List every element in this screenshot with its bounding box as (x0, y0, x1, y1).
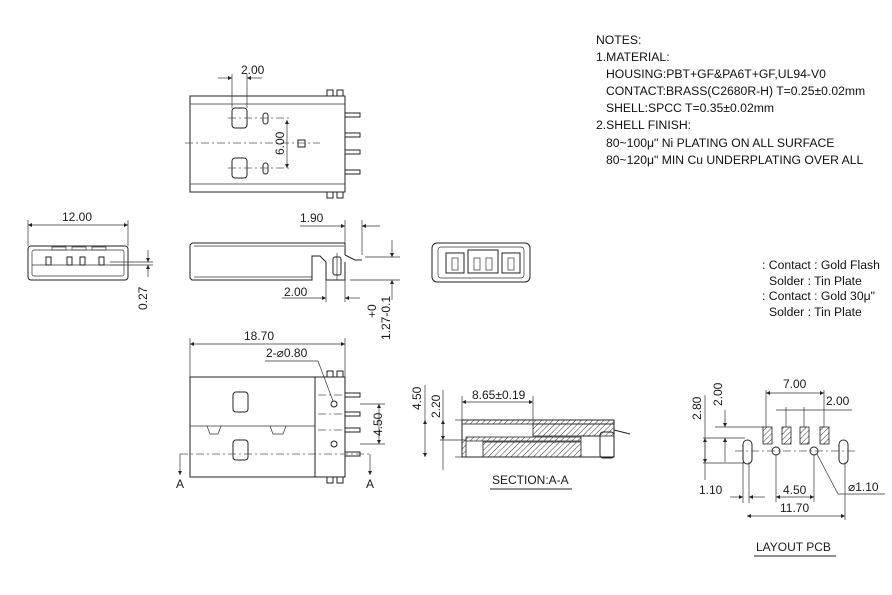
dim-total: 4.50 (410, 386, 424, 410)
front-view: 12.00 0.27 (27, 210, 153, 310)
dim-span: 4.50 (371, 412, 385, 436)
plating-legend: : Contact : Gold Flash Solder : Tin Plat… (762, 258, 880, 320)
dim-hole-pitch: 4.50 (783, 483, 807, 497)
housing-note: HOUSING:PBT+GF&PA6T+GF,UL94-V0 (606, 67, 826, 82)
shell-note: SHELL:SPCC T=0.35±0.02mm (606, 101, 775, 116)
dim-offset: 0.27 (136, 286, 150, 310)
pins (344, 112, 361, 175)
contact-note: CONTACT:BRASS(C2680R-H) T=0.25±0.02mm (606, 84, 866, 99)
finish-note-1: 80~100μ" Ni PLATING ON ALL SURFACE (606, 135, 835, 150)
top-view: 2.00 6.00 (185, 63, 361, 199)
section-mark-left: A (176, 477, 184, 491)
dim-pitch: 2.00 (241, 63, 265, 77)
section-a-a: 4.50 2.20 8.65±0.19 SECTION:A-A (410, 385, 631, 490)
side-view: 1.90 2.00 +0 1.27-0.1 (189, 211, 400, 340)
dim-step: 2.00 (284, 285, 308, 299)
dim-tail: 1.90 (300, 211, 324, 225)
dim-height: 1.27-0.1 (379, 296, 393, 340)
dim-total: 11.70 (780, 501, 809, 515)
legend-line-4: Solder : Tin Plate (769, 304, 862, 319)
legend-line-1: : Contact : Gold Flash (762, 258, 880, 272)
dim-tol-upper: +0 (365, 304, 379, 318)
dim-span: 6.00 (273, 131, 287, 155)
dim-pad-offset: 2.00 (711, 382, 725, 406)
dim-depth: 8.65±0.19 (472, 388, 526, 402)
dim-hole-dia: ⌀1.10 (848, 480, 879, 494)
legend-line-2: Solder : Tin Plate (769, 273, 862, 288)
dim-width: 12.00 (62, 210, 92, 224)
dim-holes: 2-⌀0.80 (266, 346, 308, 360)
finish-heading: 2.SHELL FINISH: (596, 118, 692, 133)
dim-height: 2.80 (690, 396, 704, 420)
dim-slot: 1.10 (699, 483, 723, 497)
dim-inner: 2.20 (429, 394, 443, 418)
notes-block: NOTES: 1.MATERIAL: HOUSING:PBT+GF&PA6T+G… (596, 32, 865, 169)
material-heading: 1.MATERIAL: (596, 50, 670, 65)
layout-label: LAYOUT PCB (756, 540, 831, 554)
bottom-view: 18.70 2-⌀0.80 4.50 A A (176, 329, 385, 491)
legend-line-3: : Contact : Gold 30μ" (762, 289, 875, 303)
layout-pcb: 7.00 2.00 2.80 2.00 1.10 4.50 ⌀1.10 11.7… (690, 377, 885, 557)
section-mark-right: A (366, 477, 374, 491)
rear-view (431, 242, 531, 283)
dim-pad-pitch: 2.00 (826, 394, 850, 408)
section-label: SECTION:A-A (492, 473, 569, 487)
notes-title: NOTES: (596, 33, 642, 47)
dim-length: 18.70 (244, 329, 274, 343)
dim-pad-span: 7.00 (783, 377, 807, 391)
finish-note-2: 80~120μ" MIN Cu UNDERPLATING OVER ALL (606, 152, 864, 167)
